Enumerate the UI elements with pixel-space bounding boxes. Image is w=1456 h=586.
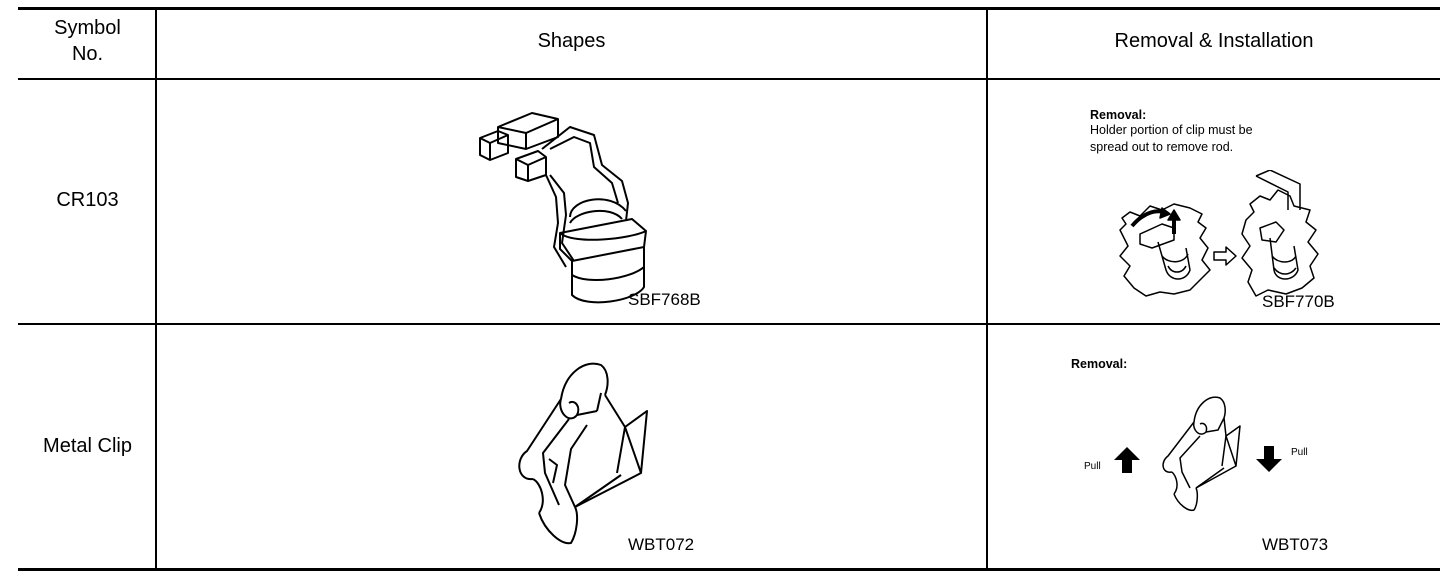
cr103-removal-illustration bbox=[1110, 170, 1340, 310]
shape-code-wbt072: WBT072 bbox=[628, 535, 695, 554]
removal-code-sbf770b: SBF770B bbox=[1262, 292, 1335, 311]
removal-code-wbt073: WBT073 bbox=[1262, 535, 1329, 554]
removal-heading-metal-clip: Removal: bbox=[1071, 357, 1128, 371]
metal-clip-illustration bbox=[505, 355, 665, 550]
header-shapes: Shapes bbox=[537, 30, 606, 52]
cr103-clip-illustration bbox=[470, 105, 660, 310]
pull-up-arrow-icon bbox=[1113, 446, 1141, 474]
removal-heading-cr103: Removal: bbox=[1090, 108, 1147, 122]
pull-down-arrow-icon bbox=[1255, 445, 1283, 473]
row-divider bbox=[18, 323, 1440, 325]
table-top-border bbox=[18, 7, 1440, 10]
header-row-divider bbox=[18, 78, 1440, 80]
header-symbol-no: Symbol No. bbox=[54, 17, 121, 65]
pull-label-left: Pull bbox=[1084, 461, 1101, 472]
pull-label-right: Pull bbox=[1291, 447, 1308, 458]
table-bottom-border bbox=[18, 568, 1440, 571]
column-divider-1 bbox=[155, 8, 157, 570]
symbol-cr103: CR103 bbox=[56, 189, 119, 211]
shape-code-sbf768b: SBF768B bbox=[628, 290, 701, 309]
column-divider-2 bbox=[986, 8, 988, 570]
symbol-metal-clip: Metal Clip bbox=[43, 435, 132, 457]
removal-text-line-2: spread out to remove rod. bbox=[1090, 140, 1234, 154]
metal-clip-removal-illustration bbox=[1150, 392, 1250, 517]
header-removal-installation: Removal & Installation bbox=[1114, 30, 1314, 52]
removal-text-line-1: Holder portion of clip must be bbox=[1090, 123, 1253, 137]
